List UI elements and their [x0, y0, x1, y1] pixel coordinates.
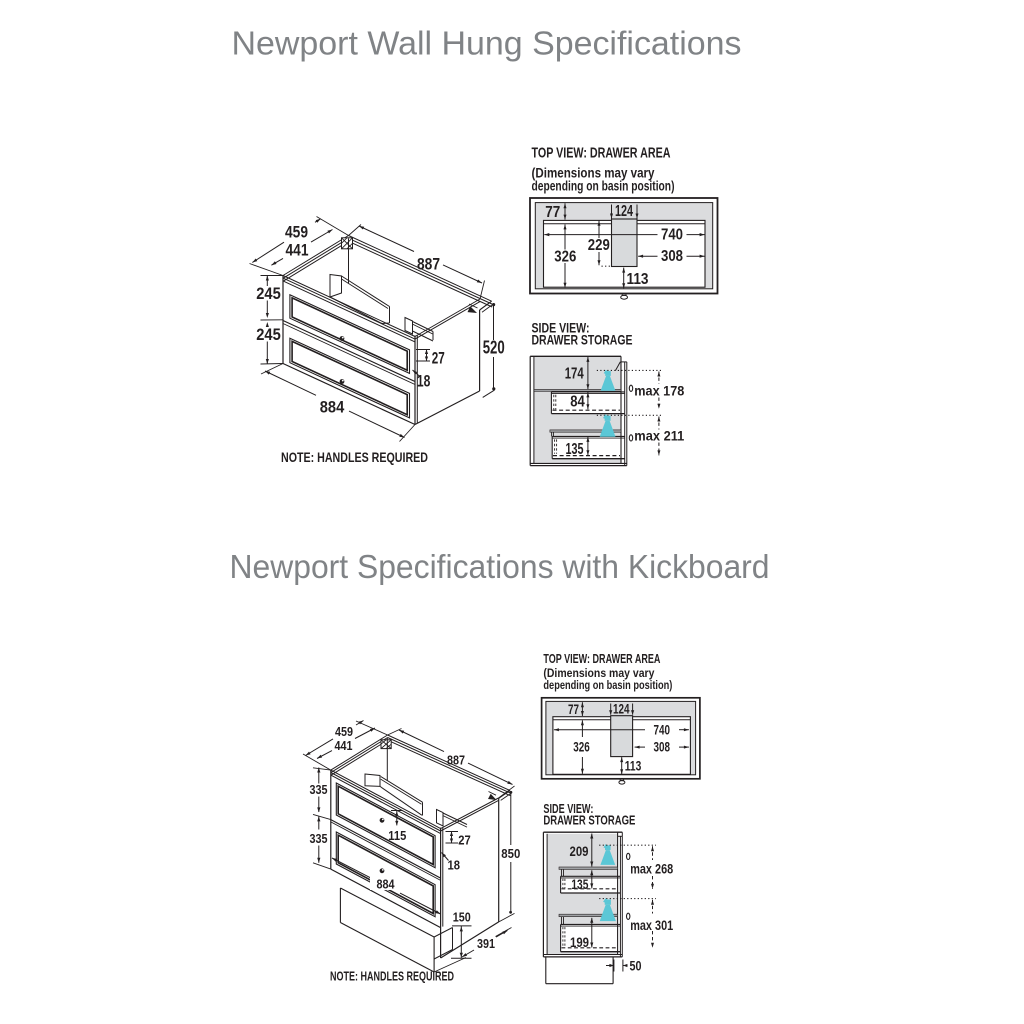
svg-text:459: 459	[285, 223, 308, 242]
svg-text:441: 441	[335, 738, 353, 753]
svg-text:max 301: max 301	[630, 917, 673, 933]
svg-text:NOTE: HANDLES REQUIRED: NOTE: HANDLES REQUIRED	[330, 969, 454, 984]
svg-text:18: 18	[417, 371, 431, 390]
svg-text:77: 77	[545, 204, 560, 221]
svg-text:77: 77	[568, 702, 579, 717]
svg-text:884: 884	[377, 877, 396, 892]
svg-text:335: 335	[310, 782, 328, 797]
svg-text:740: 740	[661, 227, 683, 244]
svg-text:NOTE: HANDLES REQUIRED: NOTE: HANDLES REQUIRED	[281, 449, 428, 465]
svg-text:308: 308	[661, 248, 683, 265]
svg-text:135: 135	[566, 441, 584, 458]
svg-text:DRAWER STORAGE: DRAWER STORAGE	[543, 813, 635, 827]
svg-text:887: 887	[417, 255, 440, 274]
svg-text:84: 84	[570, 393, 585, 410]
svg-text:199: 199	[570, 934, 589, 950]
svg-text:(Dimensions may vary: (Dimensions may vary	[543, 666, 654, 680]
svg-text:209: 209	[570, 843, 589, 859]
svg-text:max 178: max 178	[634, 382, 684, 398]
svg-text:Newport Wall Hung Specificatio: Newport Wall Hung Specifications	[232, 24, 742, 61]
svg-text:135: 135	[571, 876, 588, 892]
svg-text:229: 229	[588, 237, 610, 254]
svg-text:308: 308	[654, 740, 671, 755]
svg-text:depending on basin position): depending on basin position)	[532, 178, 675, 194]
svg-text:50: 50	[630, 958, 642, 974]
svg-text:124: 124	[613, 702, 630, 717]
svg-text:max 211: max 211	[634, 428, 684, 444]
svg-text:150: 150	[453, 910, 471, 925]
svg-text:335: 335	[310, 831, 328, 846]
svg-text:326: 326	[554, 248, 576, 265]
svg-text:887: 887	[447, 753, 465, 768]
svg-text:391: 391	[477, 936, 495, 951]
svg-text:(Dimensions may vary: (Dimensions may vary	[532, 165, 655, 181]
svg-text:245: 245	[256, 325, 281, 344]
svg-text:113: 113	[627, 271, 649, 288]
svg-text:113: 113	[625, 759, 642, 774]
svg-text:326: 326	[573, 740, 590, 755]
svg-text:max 268: max 268	[630, 860, 673, 876]
svg-text:884: 884	[320, 398, 345, 417]
svg-text:27: 27	[458, 833, 471, 848]
svg-text:245: 245	[256, 284, 281, 303]
svg-text:Newport Specifications with Ki: Newport Specifications with Kickboard	[230, 548, 770, 585]
svg-text:115: 115	[388, 828, 406, 843]
svg-text:depending on basin position): depending on basin position)	[543, 678, 672, 692]
svg-text:18: 18	[448, 858, 461, 873]
svg-text:DRAWER STORAGE: DRAWER STORAGE	[532, 332, 633, 348]
svg-text:740: 740	[654, 722, 671, 737]
svg-text:27: 27	[432, 349, 445, 368]
svg-text:SIDE VIEW:: SIDE VIEW:	[532, 319, 590, 335]
svg-text:SIDE VIEW:: SIDE VIEW:	[543, 802, 593, 816]
svg-text:459: 459	[335, 724, 353, 739]
svg-text:TOP VIEW: DRAWER AREA: TOP VIEW: DRAWER AREA	[543, 652, 660, 666]
svg-text:TOP VIEW: DRAWER AREA: TOP VIEW: DRAWER AREA	[532, 144, 671, 161]
svg-text:174: 174	[565, 365, 584, 382]
svg-text:124: 124	[615, 203, 633, 220]
svg-text:520: 520	[483, 337, 505, 357]
svg-text:441: 441	[286, 241, 309, 260]
svg-text:850: 850	[501, 846, 520, 861]
